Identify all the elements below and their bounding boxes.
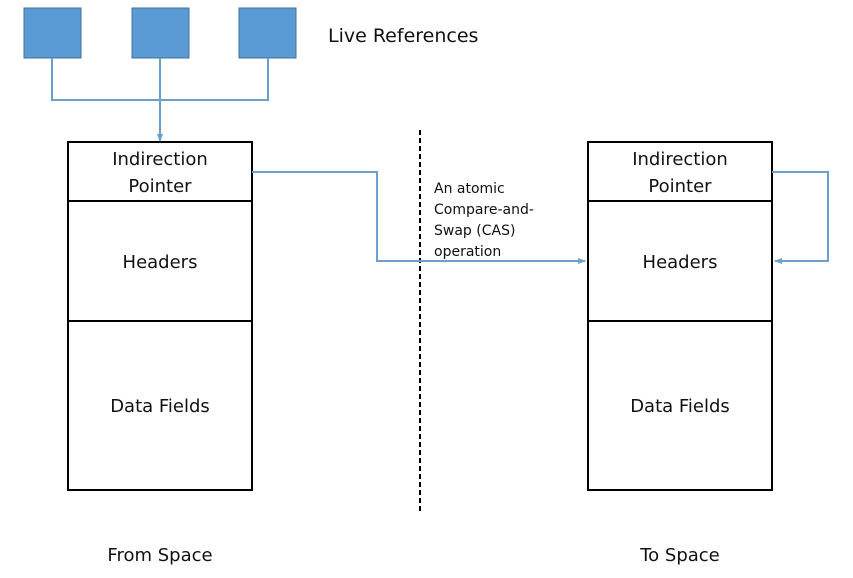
cas-note-line: Compare-and-: [434, 202, 534, 218]
live-reference-box-1: [23, 7, 82, 59]
from-headers-label: Headers: [123, 252, 198, 273]
cas-note: An atomic Compare-and- Swap (CAS) operat…: [434, 181, 534, 260]
self-pointer-connector: [772, 171, 829, 264]
to-space-label: To Space: [639, 545, 720, 566]
cas-note-line: operation: [434, 244, 501, 260]
live-references-label: Live References: [328, 25, 478, 47]
live-reference-box-3: [238, 7, 297, 59]
from-space-label: From Space: [107, 545, 212, 566]
cas-note-line: An atomic: [434, 181, 505, 197]
to-headers-label: Headers: [643, 252, 718, 273]
to-data-fields-label: Data Fields: [630, 396, 730, 417]
to-pointer-label: Pointer: [648, 176, 712, 197]
to-indirection-label: Indirection: [632, 149, 728, 170]
to-space-object: Indirection Pointer Headers Data Fields: [587, 141, 773, 491]
from-data-fields-label: Data Fields: [110, 396, 210, 417]
live-reference-box-2: [131, 7, 190, 59]
from-indirection-label: Indirection: [112, 149, 208, 170]
cas-connector: [252, 171, 586, 264]
from-pointer-label: Pointer: [128, 176, 192, 197]
cas-note-line: Swap (CAS): [434, 223, 515, 239]
from-space-object: Indirection Pointer Headers Data Fields: [67, 141, 253, 491]
